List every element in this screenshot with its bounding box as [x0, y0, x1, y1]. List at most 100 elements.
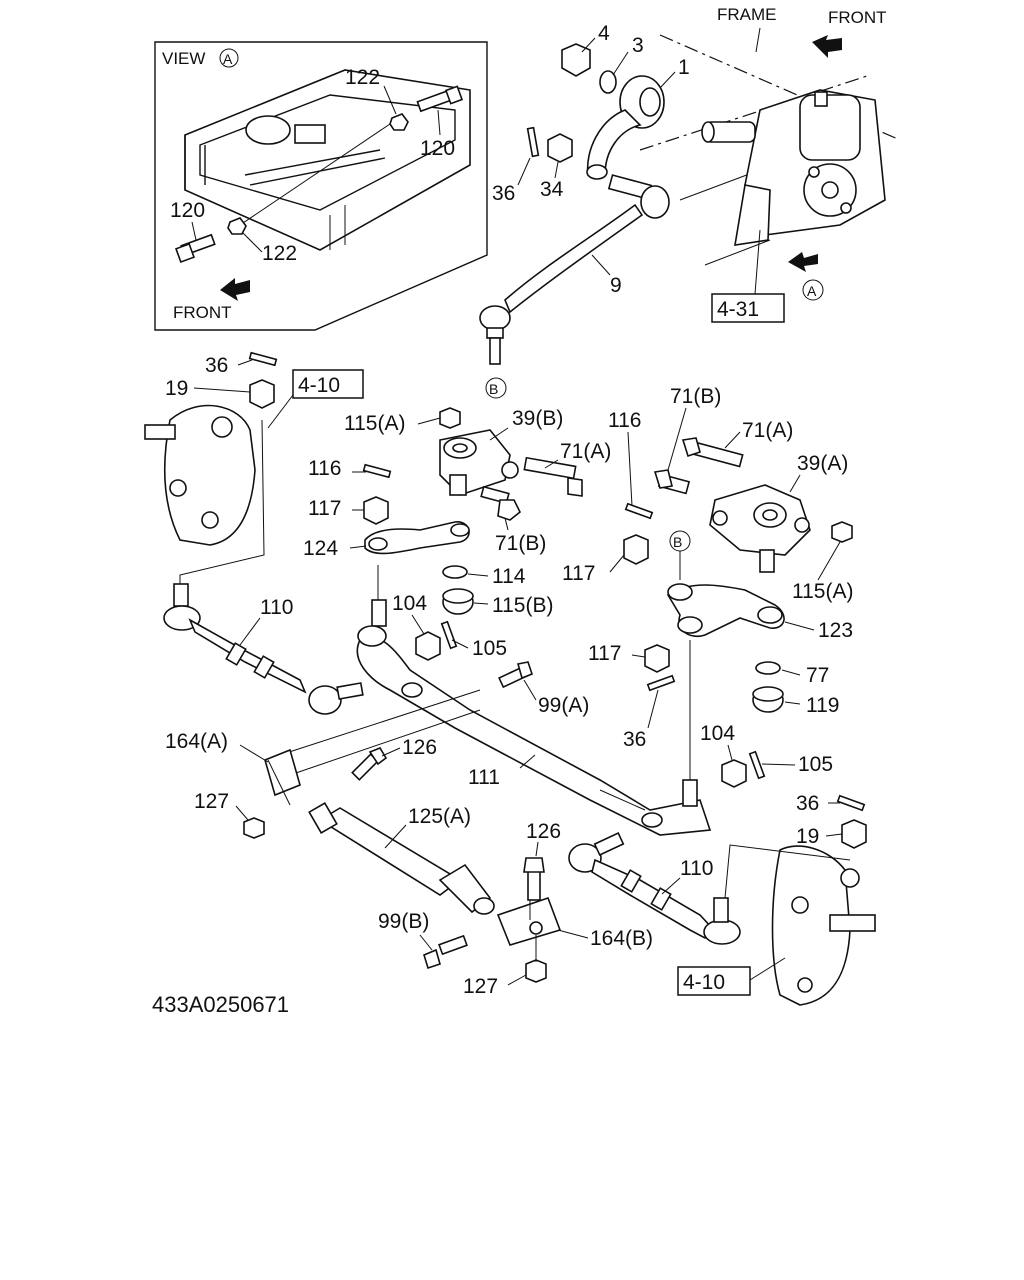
label-117-right: 117 [562, 562, 595, 585]
front-label-inset: FRONT [173, 303, 232, 322]
label-127-left: 127 [194, 790, 229, 813]
view-a-inset: VIEW A 122 120 1 [154, 41, 488, 331]
label-36-lower: 36 [796, 792, 819, 815]
view-marker: A [223, 51, 233, 67]
bolt-99a [498, 661, 533, 689]
ref-4-10-top: 4-10 [298, 374, 340, 397]
label-105-right: 105 [798, 753, 833, 776]
marker-a-top: A [807, 283, 817, 299]
front-arrow-top [812, 35, 842, 58]
label-77: 77 [806, 664, 829, 687]
bolt-71b-right [653, 469, 691, 495]
ref-4-10-bottom: 4-10 [683, 971, 725, 994]
label-125a: 125(A) [408, 805, 471, 828]
label-117-lower: 117 [588, 642, 621, 665]
label-120-bottom: 120 [170, 199, 205, 222]
label-9: 9 [610, 274, 622, 297]
washer-114 [442, 565, 468, 579]
label-120-top: 120 [420, 137, 455, 160]
label-126-left: 126 [402, 736, 437, 759]
label-39b: 39(B) [512, 407, 563, 430]
tie-rod-110-right [568, 832, 741, 945]
drag-link-9 [479, 174, 670, 365]
left-knuckle [164, 404, 256, 546]
nut-127-left [243, 817, 265, 839]
label-110-left: 110 [260, 596, 293, 619]
nut-127-right [525, 959, 547, 983]
view-label: VIEW [162, 49, 205, 68]
label-1: 1 [678, 56, 690, 79]
cotter-pin-36-left [248, 351, 278, 367]
label-104-left: 104 [392, 592, 427, 615]
cotter-pin-105-left [440, 620, 458, 650]
damper-area: 164(A) 126 127 125(A) 126 99(B) 164(B) 1… [165, 689, 653, 998]
label-34: 34 [540, 178, 564, 201]
label-117-left: 117 [308, 497, 341, 520]
bracket-164b [496, 896, 562, 946]
label-110-right: 110 [680, 857, 713, 880]
label-105-left: 105 [472, 637, 507, 660]
label-122-bottom: 122 [262, 242, 297, 265]
label-19-right: 19 [796, 825, 819, 848]
label-116-right: 116 [608, 409, 641, 432]
label-122-top: 122 [345, 66, 380, 89]
label-71b-right: 71(B) [670, 385, 721, 408]
marker-b-top [485, 377, 507, 399]
label-123: 123 [818, 619, 853, 642]
label-71a-left: 71(A) [560, 440, 611, 463]
right-knuckle [771, 845, 851, 1006]
idler-arm-39b-area: 115(A) 39(B) 71(A) 116 117 71(B) 124 114… [303, 407, 611, 617]
label-127-right: 127 [463, 975, 498, 998]
label-119: 119 [806, 694, 839, 717]
label-36-left: 36 [205, 354, 228, 377]
castle-nut-19-right [841, 819, 867, 849]
nut-115a-left [439, 407, 461, 429]
idler-arm-39a-area: B 116 71(B) 71(A) 39(A) 117 115(A) 117 1… [562, 385, 853, 751]
right-knuckle-area: 4-10 36 19 110 [568, 792, 876, 1006]
cotter-pin-105-right [748, 750, 766, 780]
castle-nut-104-left [415, 631, 441, 661]
label-36-right: 36 [623, 728, 646, 751]
ref-4-31: 4-31 [717, 298, 759, 321]
castle-nut-117-right [623, 534, 649, 565]
label-115a-right: 115(A) [792, 580, 853, 603]
label-99b: 99(B) [378, 910, 429, 933]
center-link-111 [356, 599, 712, 836]
frame-rail-sketch [184, 69, 471, 251]
bolt-71a-right [681, 437, 744, 468]
nut-122-bottom [227, 217, 247, 235]
cotter-pin-36-right [646, 674, 676, 692]
bolt-71a-left [523, 456, 583, 497]
steering-gear-area: FRAME FRONT [479, 5, 901, 399]
bolt-99b [423, 934, 468, 970]
front-label-top: FRONT [828, 8, 887, 27]
idler-39a [709, 484, 811, 573]
nut-115a-right [831, 521, 853, 543]
label-115a-left: 115(A) [344, 412, 405, 435]
label-126-right: 126 [526, 820, 561, 843]
label-104-right: 104 [700, 722, 735, 745]
label-19-left: 19 [165, 377, 188, 400]
idler-39b [439, 429, 519, 496]
castle-nut-104-right [721, 759, 747, 788]
tie-rod-110-left [163, 583, 364, 715]
cotter-pin-116-right [624, 502, 654, 520]
bracket-164a [264, 748, 301, 797]
castle-nut-19-left [249, 379, 275, 409]
cotter-pin-36-top [526, 126, 540, 158]
steering-gear-box [701, 89, 886, 246]
cotter-pin-116-left [362, 463, 392, 479]
label-4: 4 [598, 22, 610, 45]
label-164a: 164(A) [165, 730, 228, 753]
label-3: 3 [632, 34, 644, 57]
label-116-left: 116 [308, 457, 341, 480]
front-arrow-inset [220, 278, 250, 301]
marker-b-top-text: B [489, 381, 498, 397]
washer-3 [599, 70, 617, 94]
washer-77 [755, 661, 781, 675]
label-39a: 39(A) [797, 452, 848, 475]
bolt-120-bottom [175, 233, 216, 263]
view-a-arrow [788, 252, 818, 272]
label-36-top: 36 [492, 182, 515, 205]
